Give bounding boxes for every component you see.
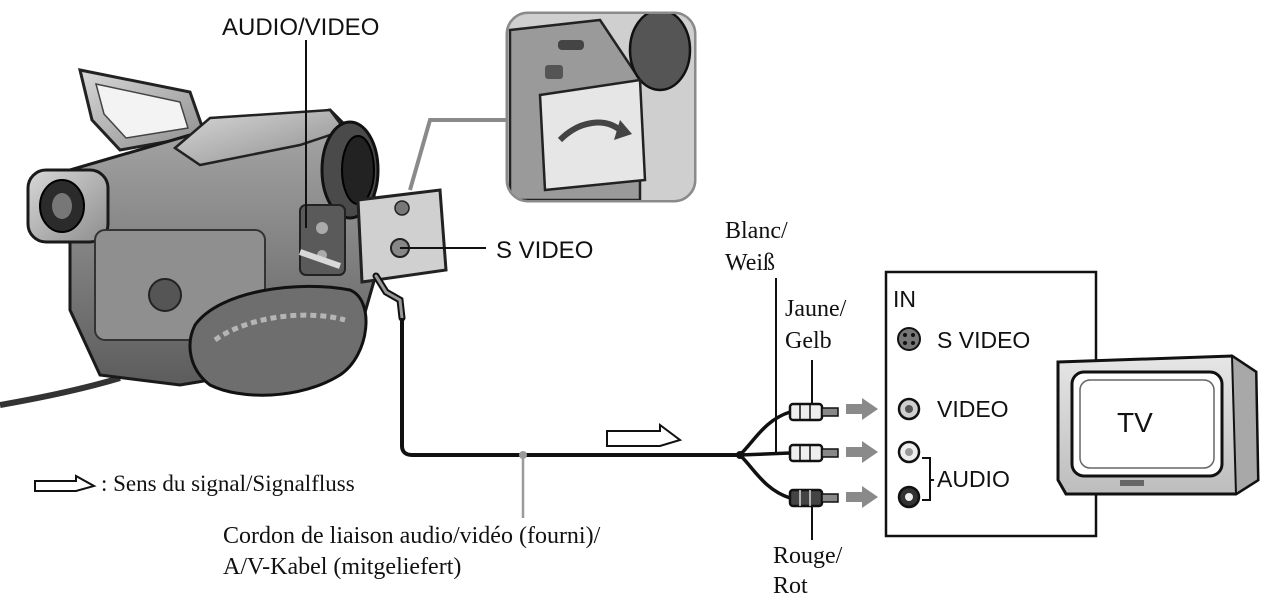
red-plug-label-line2: Rot xyxy=(773,573,808,599)
flow-arrow-icon xyxy=(846,398,878,420)
camcorder-audio-video-jack xyxy=(316,222,328,234)
tv-label: TV xyxy=(1117,407,1153,438)
yellow-plug-label-line1: Jaune/ xyxy=(785,296,847,322)
jack-cover-inset xyxy=(408,11,697,203)
av-cable xyxy=(372,272,839,518)
tv-panel-video-label: VIDEO xyxy=(937,396,1009,422)
camcorder-illustration xyxy=(0,68,448,408)
red-rca-plug xyxy=(788,488,839,508)
red-plug-label-line1: Rouge/ xyxy=(773,543,843,569)
tv-illustration xyxy=(1056,354,1260,496)
inset-connector-line xyxy=(408,118,508,191)
power-cable xyxy=(0,375,121,408)
cable-label-line1: Cordon de liaison audio/vidéo (fourni)/ xyxy=(223,523,601,549)
jack-cover xyxy=(356,188,448,284)
yellow-plug-label-line2: Gelb xyxy=(785,328,832,354)
legend-hollow-arrow-icon xyxy=(34,474,97,492)
white-plug-label-line1: Blanc/ xyxy=(725,218,788,244)
hollow-arrow-icon xyxy=(606,423,683,447)
cable-label-line2: A/V-Kabel (mitgeliefert) xyxy=(223,554,461,580)
tv-panel-s-video-label: S VIDEO xyxy=(937,327,1030,353)
audio-video-jack-label: AUDIO/VIDEO xyxy=(222,14,379,41)
yellow-rca-plug xyxy=(788,402,839,422)
flow-arrow-icon xyxy=(846,486,878,508)
signal-legend-label: : Sens du signal/Signalfluss xyxy=(101,471,355,496)
tv-panel-in-label: IN xyxy=(893,286,916,312)
audio-bracket xyxy=(922,457,934,501)
signal-flow-arrows xyxy=(846,398,878,508)
white-rca-plug xyxy=(788,443,839,463)
s-video-jack-label: S VIDEO xyxy=(496,237,593,264)
s-video-port-icon xyxy=(897,327,921,351)
white-plug-label-line2: Weiß xyxy=(725,250,775,276)
open-cover-arrow-icon xyxy=(557,119,622,143)
tv-panel-audio-label: AUDIO xyxy=(937,466,1010,492)
flow-arrow-icon xyxy=(846,441,878,463)
